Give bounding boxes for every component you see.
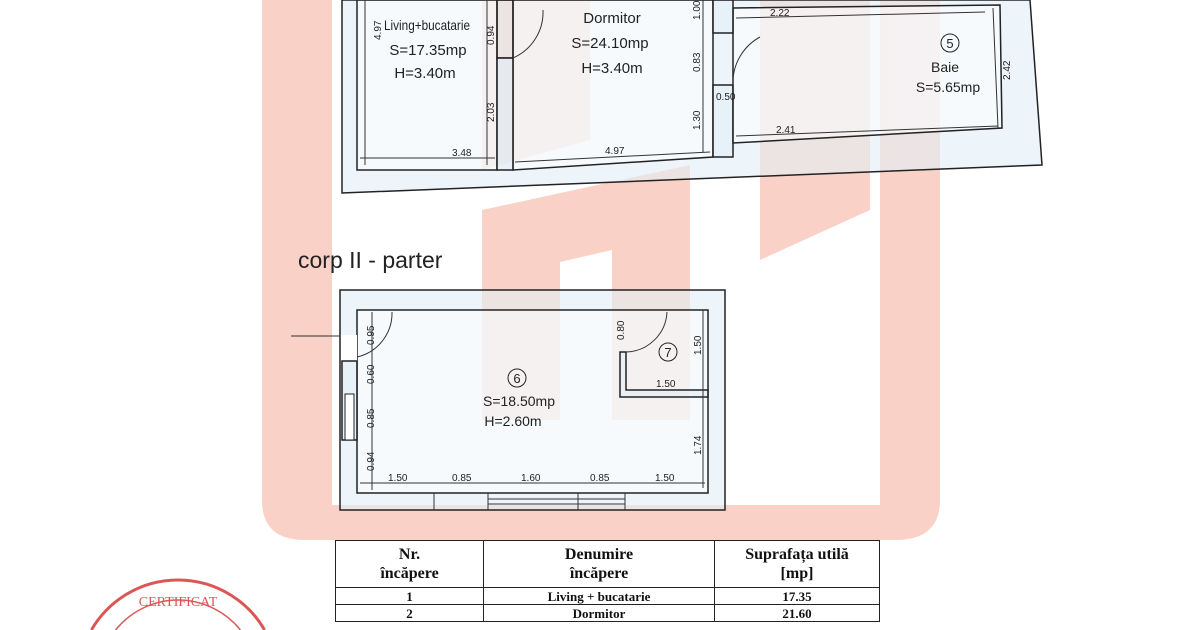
room-height: H=3.40m [581,60,642,77]
dimension: 0.60 [366,364,377,384]
room-name: Living+bucatarie [384,17,470,33]
room-nr: 2 [335,604,484,622]
dimension: 1.00 [692,0,703,20]
dimension: 2.22 [770,8,790,19]
room-number: 7 [664,345,671,360]
dimension: 0.94 [486,25,497,45]
room-number: 6 [513,371,520,386]
rooms-table: Nr. încăpere Denumire încăpere Suprafața u… [335,540,880,622]
header-line: Denumire [564,546,634,563]
dimension: 1.30 [692,110,703,130]
building-2-title: corp II - parter [298,247,443,273]
header-line: Suprafața utilă [745,546,849,563]
dimension: 2.03 [486,102,497,122]
room-name: Dormitor [483,604,715,622]
dimension: 1.74 [693,435,704,455]
building-1-labels: Living+bucatarie S=17.35mp H=3.40m Dormi… [373,0,1013,159]
room-area: S=17.35mp [389,42,466,59]
header-line: încăpere [569,565,629,582]
room-height: H=3.40m [394,65,455,82]
room-area: S=5.65mp [916,79,980,95]
dimension: 0.95 [366,325,377,345]
room-nr: 1 [335,587,484,605]
dimension: 1.50 [656,379,676,390]
header-line: Nr. [398,546,421,563]
building-1-plan [341,0,1043,194]
room-area: S=18.50mp [483,393,555,409]
dimension: 2.41 [776,125,796,136]
building-2-labels: 6 S=18.50mp H=2.60m 7 0.95 0.60 0.85 0.9… [366,320,704,484]
dimension: 1.50 [655,473,675,484]
dimension: 4.97 [605,146,625,157]
dimension: 0.85 [590,473,610,484]
room-number: 5 [946,36,953,51]
building-2-plan [291,289,726,511]
dimension: 0.85 [452,473,472,484]
room-number-circle [940,33,960,53]
dimension: 0.83 [692,52,703,72]
dimension: 0.50 [716,92,736,103]
dimension: 3.48 [452,148,472,159]
room-name: Baie [931,59,959,75]
room-area: S=24.10mp [571,35,648,52]
room-area: 21.60 [714,604,880,622]
dimension: 2.42 [1002,60,1013,80]
header-line: încăpere [380,565,439,582]
dimension: 1.50 [693,335,704,355]
header-line: [mp] [780,565,814,582]
dimension: 0.85 [366,408,377,428]
dimension: 1.60 [521,473,541,484]
room-height: H=2.60m [484,413,541,429]
room-name: Dormitor [583,10,641,27]
room-area: 17.35 [714,587,880,605]
table-header-row: Nr. încăpere Denumire încăpere Suprafața u… [335,540,880,588]
stamp-seal: CERTIFICAT [90,578,266,630]
dimension: 1.50 [388,473,408,484]
table-row: 1 Living + bucatarie 17.35 [335,587,880,605]
stamp-center-text: CERTIFICAT [139,595,218,610]
table-row: 2 Dormitor 21.60 [335,604,880,622]
dimension: 0.94 [366,451,377,471]
dimension: 4.97 [373,20,384,40]
room-name: Living + bucatarie [483,587,715,605]
dimension: 0.80 [616,320,627,340]
